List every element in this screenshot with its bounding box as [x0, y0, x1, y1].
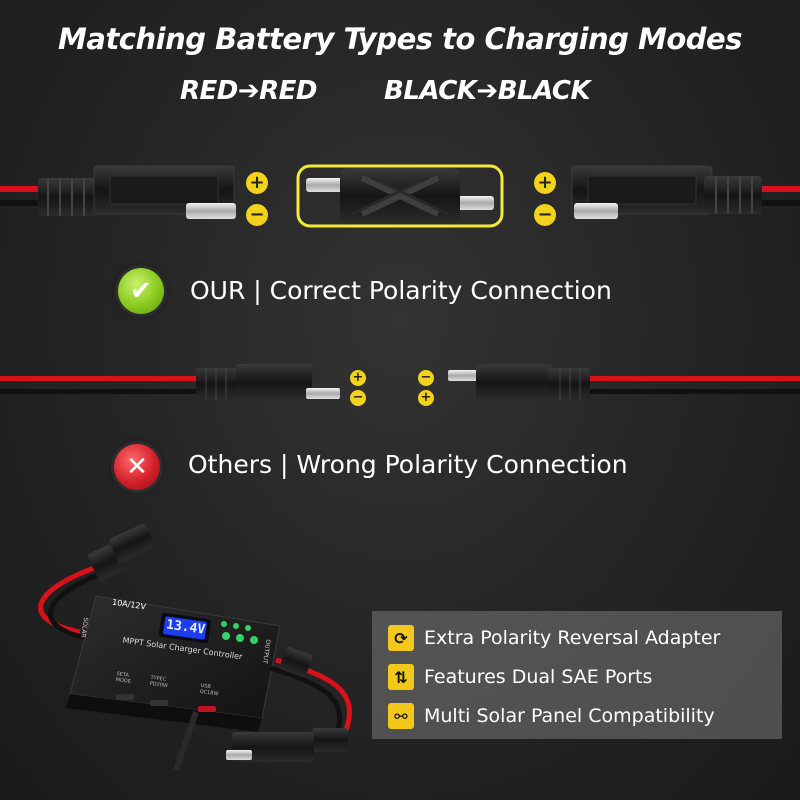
check-icon: ✔ [130, 276, 152, 306]
feature-text: Extra Polarity Reversal Adapter [424, 627, 721, 649]
typec-port-label: TYPEC PD20W [149, 674, 169, 690]
feature-text: Features Dual SAE Ports [424, 666, 653, 688]
sae-connector-left [0, 165, 236, 219]
page-title: Matching Battery Types to Charging Modes [58, 22, 742, 56]
plus-marker: + [534, 172, 556, 194]
network-icon: ⚯ [388, 703, 414, 729]
feature-text: Multi Solar Panel Compatibility [424, 705, 715, 727]
sae-connector-wrong-right [448, 364, 800, 400]
wrong-badge: ✕ [114, 444, 160, 490]
sae-connector-wrong-left [0, 364, 340, 400]
features-panel: ⟳ Extra Polarity Reversal Adapter ⇅ Feat… [372, 611, 782, 739]
correct-connection-label: OUR | Correct Polarity Connection [190, 276, 612, 305]
charge-controller [38, 523, 352, 771]
feature-item: ⇅ Features Dual SAE Ports [388, 662, 652, 692]
swap-icon: ⟳ [388, 625, 414, 651]
sae-connector-right [571, 165, 800, 219]
wrong-connection-label: Others | Wrong Polarity Connection [188, 450, 628, 479]
feature-item: ⚯ Multi Solar Panel Compatibility [388, 701, 715, 731]
black-to-black-label: BLACK➔BLACK [384, 76, 591, 106]
minus-marker: − [418, 370, 434, 386]
minus-marker: − [246, 204, 268, 226]
plus-marker: + [350, 370, 366, 386]
usb-port-label: USB QC18W [199, 682, 219, 698]
red-to-red-label: RED➔RED [180, 76, 318, 106]
polarity-adapter [296, 164, 504, 228]
sae-port-label: SETA MODE [115, 670, 132, 686]
x-icon: ✕ [126, 452, 148, 482]
feature-item: ⟳ Extra Polarity Reversal Adapter [388, 623, 720, 653]
correct-badge: ✔ [118, 268, 164, 314]
plus-marker: + [418, 390, 434, 406]
minus-marker: − [534, 204, 556, 226]
minus-marker: − [350, 390, 366, 406]
dual-port-icon: ⇅ [388, 664, 414, 690]
plus-marker: + [246, 172, 268, 194]
